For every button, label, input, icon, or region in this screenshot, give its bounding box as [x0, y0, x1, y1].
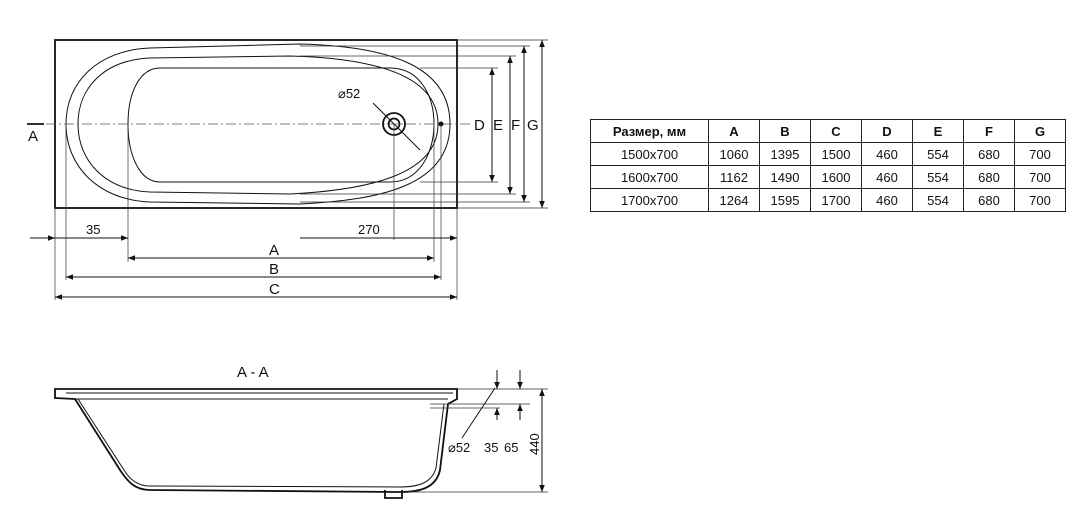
section-inner [66, 392, 453, 400]
table-cell: 700 [1014, 165, 1066, 189]
drain-leader [372, 102, 421, 151]
tub-inner-rim [77, 55, 439, 195]
table-cell: 554 [912, 142, 964, 166]
table-cell: 680 [963, 142, 1015, 166]
dim-270-label: 270 [358, 222, 380, 237]
table-header-row: Размер, мм A B C D E F G [590, 119, 1066, 143]
col-header: A [708, 119, 760, 143]
table-cell: 700 [1014, 142, 1066, 166]
table-cell: 460 [861, 188, 913, 212]
section-outer [54, 388, 458, 493]
table-cell: 1060 [708, 142, 760, 166]
col-header: Размер, мм [590, 119, 709, 143]
table-cell: 1264 [708, 188, 760, 212]
tub-basin [127, 67, 435, 183]
table-cell: 1700 [810, 188, 862, 212]
table-row: 1600x700 1162 1490 1600 460 554 680 700 [590, 165, 1066, 189]
section-marker: A [28, 128, 38, 145]
col-header: C [810, 119, 862, 143]
dim-e-label: E [493, 117, 503, 134]
dim-35s-label: 35 [484, 440, 498, 455]
table-cell: 460 [861, 142, 913, 166]
col-header: E [912, 119, 964, 143]
col-header: G [1014, 119, 1066, 143]
drain-diameter-label: ⌀52 [338, 86, 360, 101]
col-header: B [759, 119, 811, 143]
dim-c-label: C [269, 281, 280, 298]
dim-35-label: 35 [86, 222, 100, 237]
table-cell: 1500 [810, 142, 862, 166]
size-table: Размер, мм A B C D E F G 1500x700 1060 1… [590, 119, 1066, 212]
dim-b-label: B [269, 261, 279, 278]
table-cell: 1600 [810, 165, 862, 189]
section-basin [77, 398, 445, 488]
dim-a-label: A [269, 242, 279, 259]
table-cell: 554 [912, 165, 964, 189]
dim-d-label: D [474, 117, 485, 134]
dim-g-label: G [527, 117, 539, 134]
dim-65-label: 65 [504, 440, 518, 455]
table-cell: 1700x700 [590, 188, 709, 212]
table-cell: 700 [1014, 188, 1066, 212]
drain-bump [384, 490, 403, 499]
section-view: A - A 440 65 35 ⌀52 [54, 364, 548, 499]
table-row: 1700x700 1264 1595 1700 460 554 680 700 [590, 188, 1066, 212]
table-cell: 680 [963, 165, 1015, 189]
table-cell: 1395 [759, 142, 811, 166]
dim-f-label: F [511, 117, 520, 134]
table-cell: 1500x700 [590, 142, 709, 166]
table-cell: 460 [861, 165, 913, 189]
table-cell: 554 [912, 188, 964, 212]
table-row: 1500x700 1060 1395 1500 460 554 680 700 [590, 142, 1066, 166]
dim-440-label: 440 [527, 433, 542, 455]
section-drain-label: ⌀52 [448, 440, 470, 455]
section-title: A - A [237, 364, 269, 381]
plan-view: ⌀52 A 35 270 A B C D E [27, 39, 548, 300]
table-cell: 1595 [759, 188, 811, 212]
col-header: F [963, 119, 1015, 143]
table-cell: 1600x700 [590, 165, 709, 189]
table-cell: 1162 [708, 165, 760, 189]
table-cell: 680 [963, 188, 1015, 212]
table-cell: 1490 [759, 165, 811, 189]
drain-leader-section [461, 387, 496, 439]
col-header: D [861, 119, 913, 143]
